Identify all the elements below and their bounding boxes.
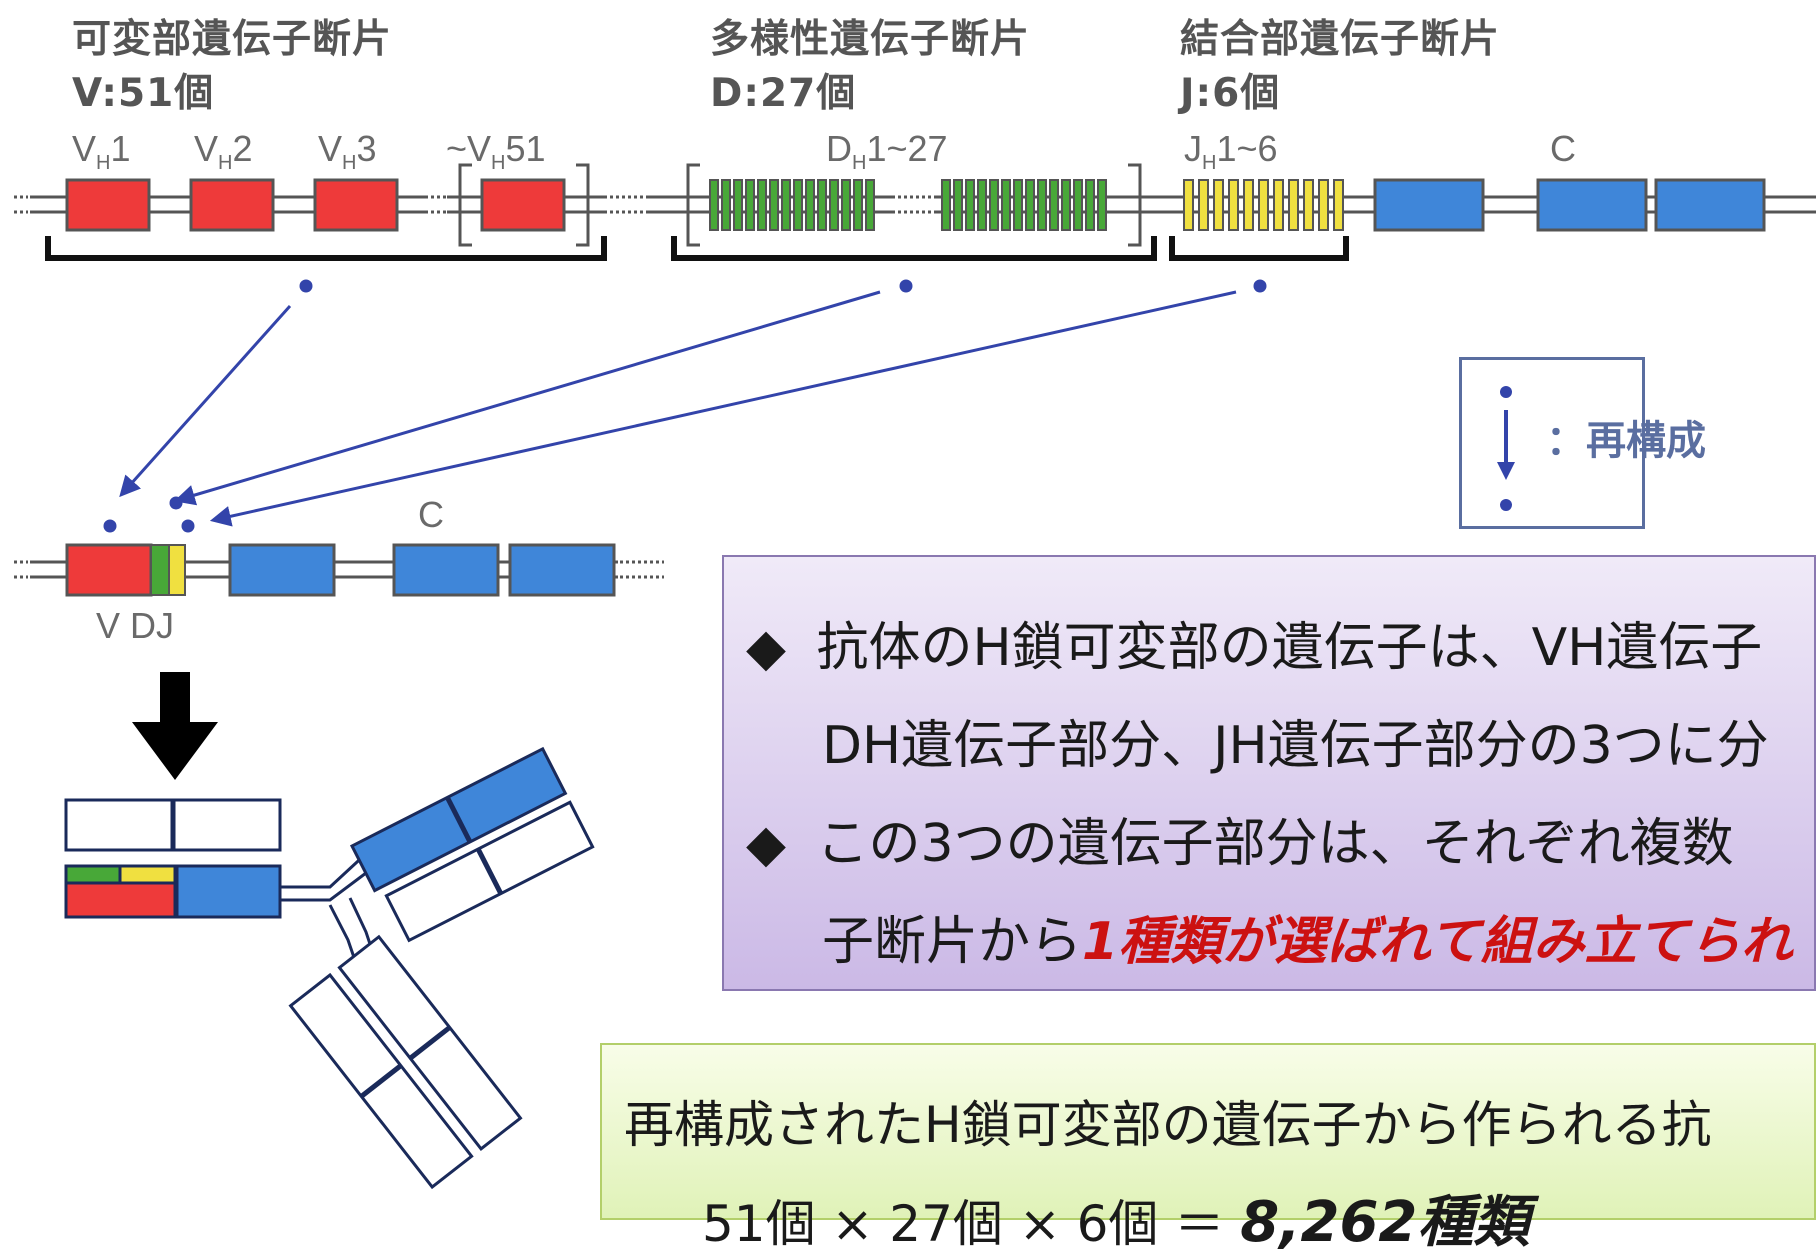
d-group-bracket <box>671 236 1157 261</box>
vdj-j-part <box>168 544 186 596</box>
vh1-label: VH1 <box>72 128 131 175</box>
jh-genes <box>1183 179 1344 231</box>
v-group-bracket <box>45 236 607 261</box>
result-box: 再構成されたH鎖可変部の遺伝子から作られる抗 51個 × 27個 × 6個 ＝ … <box>600 1043 1816 1255</box>
dh-label: DH1~27 <box>826 128 948 175</box>
info-line-1: ◆ 抗体のH鎖可変部の遺伝子は、VH遺伝子 <box>746 605 1762 680</box>
c-gene-bottom-2 <box>392 543 500 597</box>
c-gene-bottom-1 <box>228 543 336 597</box>
c-bottom-label: C <box>418 494 444 535</box>
formula-text: 51個 × 27個 × 6個 ＝ <box>702 1195 1225 1253</box>
vdj-d-part <box>150 544 170 596</box>
down-arrow <box>132 672 218 780</box>
jh-label: JH1~6 <box>1184 128 1278 175</box>
recombination-arrows <box>103 279 1267 533</box>
info-box: ◆ 抗体のH鎖可変部の遺伝子は、VH遺伝子 DH遺伝子部分、JH遺伝子部分の3つ… <box>722 555 1816 991</box>
vh51-gene <box>480 178 566 232</box>
vh1-gene <box>65 178 151 232</box>
recombination-symbol-icon <box>1497 386 1515 511</box>
info-text-1: 抗体のH鎖可変部の遺伝子は、VH遺伝子 <box>816 618 1763 678</box>
result-line-1: 再構成されたH鎖可変部の遺伝子から作られる抗 <box>624 1096 1712 1154</box>
c-top-label: C <box>1550 128 1576 169</box>
info-emphasis: 1種類が選ばれて組み立てられ <box>1082 912 1793 972</box>
info-text-2: DH遺伝子部分、JH遺伝子部分の3つに分 <box>822 716 1769 776</box>
bullet-icon: ◆ <box>746 814 786 874</box>
antibody-structure <box>64 746 595 1190</box>
vh2-label: VH2 <box>194 128 253 175</box>
c-gene-top-2 <box>1536 178 1648 232</box>
bullet-icon: ◆ <box>746 618 786 678</box>
d-segment-count: D:27個 <box>710 71 857 116</box>
info-line-3: ◆ この3つの遺伝子部分は、それぞれ複数 <box>746 801 1734 876</box>
info-text-4: 子断片から <box>822 912 1083 972</box>
info-line-2: DH遺伝子部分、JH遺伝子部分の3つに分 <box>822 703 1769 778</box>
dh-bracket <box>686 163 1142 247</box>
legend-label: ：再構成 <box>1546 418 1706 464</box>
v-segment-count: V:51個 <box>72 71 215 116</box>
v-segment-title: 可変部遺伝子断片 <box>72 17 393 62</box>
j-group-bracket <box>1169 236 1349 261</box>
vh51-label: ~VH51 <box>446 128 546 175</box>
vdj-v-part <box>65 543 153 597</box>
formula-total: 8,262種類 <box>1240 1190 1530 1255</box>
vh3-label: VH3 <box>318 128 377 175</box>
vh51-bracket <box>458 163 590 247</box>
c-gene-top-3 <box>1654 178 1766 232</box>
vh3-gene <box>313 178 399 232</box>
info-line-4: 子断片から1種類が選ばれて組み立てられ <box>822 899 1793 974</box>
info-text-3: この3つの遺伝子部分は、それぞれ複数 <box>816 814 1734 874</box>
vdj-label: V DJ <box>96 605 175 646</box>
c-gene-bottom-3 <box>508 543 616 597</box>
result-formula: 51個 × 27個 × 6個 ＝ 8,262種類 <box>702 1177 1529 1258</box>
j-segment-title: 結合部遺伝子断片 <box>1180 17 1501 62</box>
recombination-diagram <box>14 163 1816 1190</box>
j-segment-count: J:6個 <box>1180 71 1281 116</box>
d-segment-title: 多様性遺伝子断片 <box>710 17 1031 62</box>
dh-genes <box>709 179 1107 231</box>
c-gene-top-1 <box>1373 178 1485 232</box>
legend-box: ：再構成 <box>1459 357 1706 529</box>
vh2-gene <box>189 178 275 232</box>
